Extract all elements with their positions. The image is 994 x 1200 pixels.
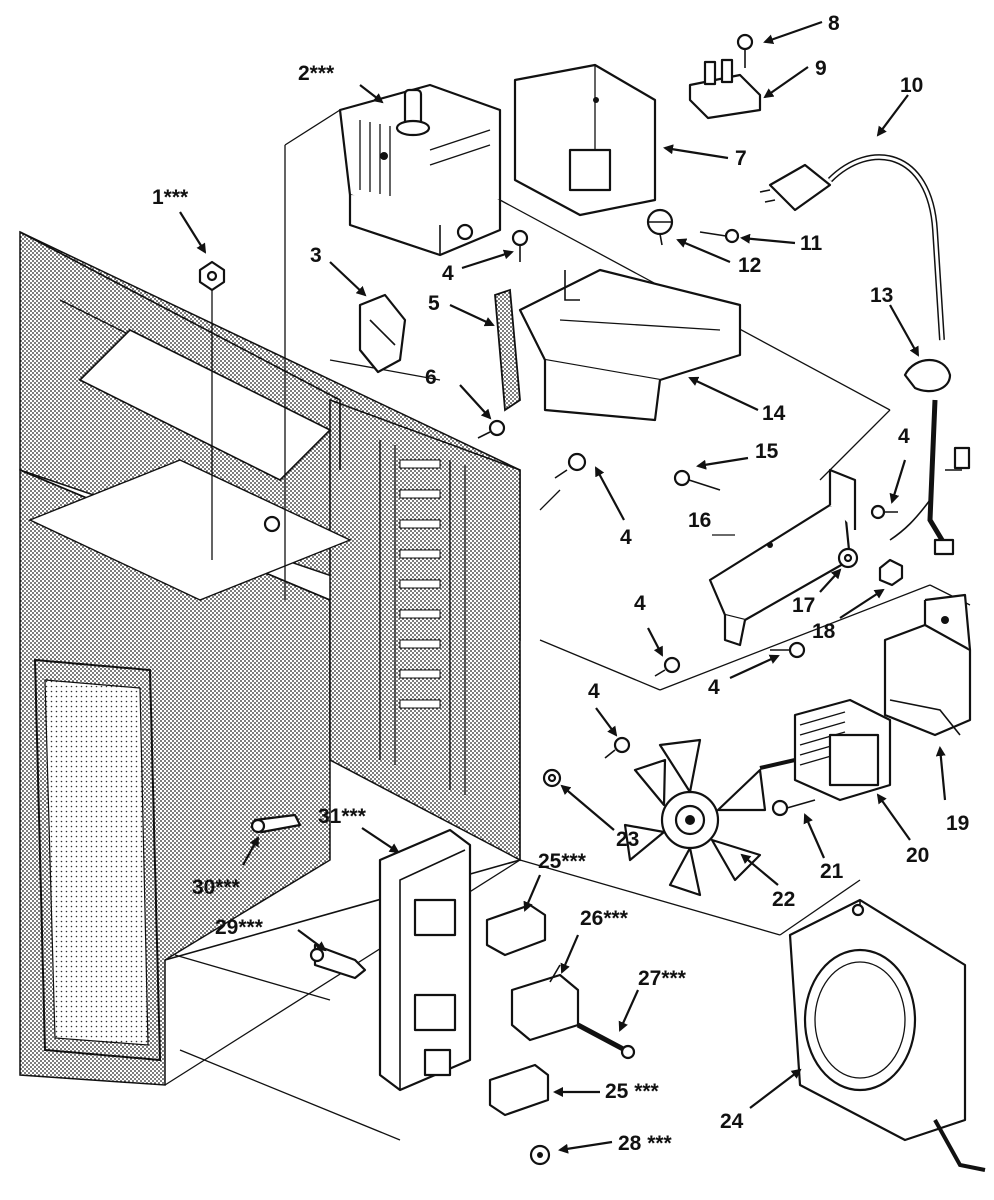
oven-cavity (19, 230, 521, 1086)
part-11-screw (699, 228, 740, 244)
callout-3: 3 (310, 244, 322, 267)
part-25-switch-upper (485, 903, 547, 957)
part-26-switch (510, 964, 580, 1042)
callout-1: 1*** (152, 186, 189, 209)
part-29-lever (309, 943, 367, 980)
part-20-fan-motor (759, 698, 892, 802)
wiring-harness (889, 399, 971, 556)
part-16-bracket (708, 468, 857, 647)
screw-4-middle (654, 656, 681, 677)
callout-17: 17 (792, 594, 815, 617)
screw-4-panel (554, 452, 587, 479)
callout-30: 30*** (192, 876, 241, 899)
callout-2: 2*** (298, 62, 335, 85)
callout-13: 13 (870, 284, 893, 307)
part-6-screw (477, 419, 506, 439)
part-8-screw (736, 33, 754, 68)
part-30-hook (250, 813, 302, 834)
part-5-waveguide-strip (494, 288, 521, 412)
callout-24: 24 (720, 1110, 744, 1133)
callout-4-middle: 4 (634, 592, 646, 615)
callout-25-lower: 25 *** (605, 1080, 660, 1103)
callout-9: 9 (815, 57, 827, 80)
assembly-guide-lines (174, 109, 971, 1141)
callout-27: 27*** (638, 967, 687, 990)
callout-28: 28 *** (618, 1132, 673, 1155)
callout-16: 16 (688, 509, 711, 532)
part-27-screw (576, 1022, 636, 1060)
callout-4-fan: 4 (588, 680, 600, 703)
callout-25-upper: 25*** (538, 850, 587, 873)
part-19-motor-bracket (883, 593, 972, 737)
part-15-screw (673, 469, 721, 491)
callout-18: 18 (812, 620, 836, 643)
callout-23: 23 (616, 828, 639, 851)
screw-4-fan (604, 736, 631, 759)
screw-4-bracket (870, 504, 898, 520)
part-17-washer (837, 547, 859, 569)
callout-26: 26*** (580, 907, 629, 930)
part-28-screw (529, 1144, 551, 1166)
part-12-thermostat (646, 208, 674, 246)
callout-20: 20 (906, 844, 929, 867)
part-13-strain-relief (903, 359, 952, 393)
callout-19: 19 (946, 812, 969, 835)
part-31-latch-bracket (378, 828, 472, 1092)
screw-4-lower (770, 641, 806, 659)
part-2-magnetron (338, 83, 502, 257)
callout-21: 21 (820, 860, 844, 883)
part-7-cover (513, 63, 657, 217)
callout-8: 8 (828, 12, 840, 35)
callout-4-panel: 4 (620, 526, 632, 549)
callout-14: 14 (762, 402, 786, 425)
part-21-screw (771, 799, 816, 817)
part-3-clip (358, 293, 407, 374)
callout-arrows (179, 20, 947, 1154)
part-18-nut (878, 558, 904, 587)
callout-12: 12 (738, 254, 761, 277)
callout-31: 31*** (318, 805, 367, 828)
callout-7: 7 (735, 147, 747, 170)
callout-labels: 1*** 2*** 3 4 5 6 7 8 9 10 11 12 13 14 1… (152, 12, 969, 1155)
part-25-switch-lower (488, 1063, 550, 1117)
callout-6: 6 (425, 366, 437, 389)
callout-4-bracket: 4 (898, 425, 910, 448)
callout-4-top: 4 (442, 262, 454, 285)
callout-11: 11 (800, 232, 823, 255)
part-1-nut (198, 260, 226, 292)
callout-10: 10 (900, 74, 923, 97)
callout-15: 15 (755, 440, 779, 463)
callout-5: 5 (428, 292, 440, 315)
screw-4-top (511, 229, 529, 262)
part-23-washer (542, 768, 562, 788)
part-22-fan-blade (623, 738, 767, 897)
part-14-air-guide (518, 268, 742, 422)
part-10-power-cord (759, 154, 945, 341)
part-9-thermal-cutout (688, 58, 762, 120)
part-24-fan-housing (788, 898, 986, 1172)
callout-22: 22 (772, 888, 795, 911)
callout-4-lower: 4 (708, 676, 720, 699)
callout-29: 29*** (215, 916, 264, 939)
